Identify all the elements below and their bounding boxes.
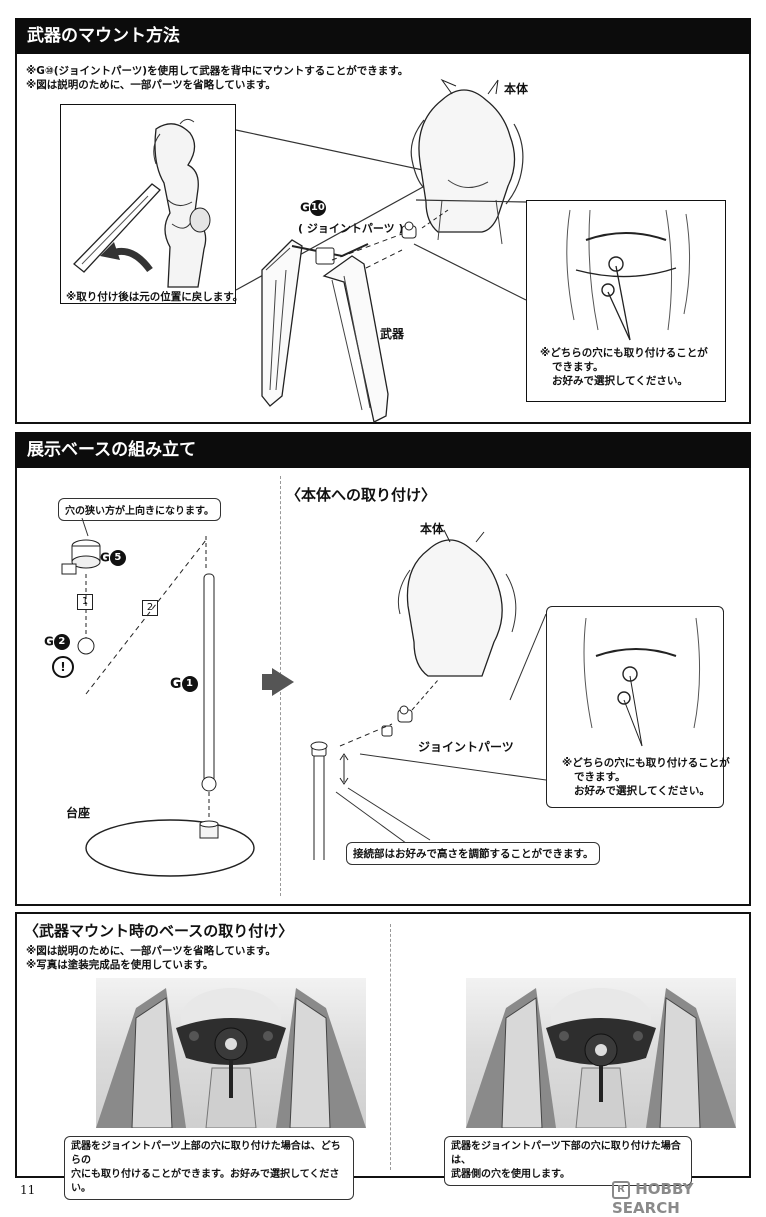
- note-line: ※図は説明のために、一部パーツを省略しています。: [26, 945, 276, 957]
- section-title-weapon-mount: 武器のマウント方法: [15, 18, 751, 54]
- photo-lower-hole: [466, 978, 736, 1128]
- part-letter: G: [300, 200, 310, 215]
- page-number: 11: [20, 1183, 36, 1197]
- caption-line: 武器をジョイントパーツ下部の穴に取り付けた場合は、: [451, 1141, 681, 1166]
- inset-left-note: ※取り付け後は元の位置に戻します。: [66, 291, 244, 303]
- inset-right-panel: [526, 200, 726, 402]
- part-number-badge: 5: [109, 550, 126, 566]
- step-2-box: 2: [142, 600, 158, 616]
- note-line: ※どちらの穴にも取り付けることが: [540, 347, 708, 359]
- inset-attach-note: ※どちらの穴にも取り付けることが できます。 お好みで選択してください。: [562, 756, 730, 798]
- bubble-note: 穴の狭い方が上向きになります。: [58, 498, 221, 521]
- label-body-2: 本体: [420, 522, 445, 536]
- section-base-with-weapon-frame: [15, 912, 751, 1178]
- arrow-right-icon-stem: [262, 674, 274, 690]
- part-letter: G: [170, 676, 182, 692]
- label-part-g10: G10: [300, 200, 326, 216]
- part-letter: G: [44, 634, 54, 649]
- inset-right-note: ※どちらの穴にも取り付けることが できます。 お好みで選択してください。: [534, 344, 720, 392]
- step-1-box: 1: [77, 594, 93, 610]
- note-line: ※どちらの穴にも取り付けることが: [562, 757, 730, 769]
- arrow-right-icon: [272, 668, 294, 696]
- note-line: できます。: [552, 361, 604, 373]
- section-title-text: 展示ベースの組み立て: [27, 440, 197, 460]
- joint-hole-closeup: [566, 209, 691, 341]
- joint-hole-closeup-2: [583, 617, 701, 747]
- section-title-base-with-weapon: 〈武器マウント時のベースの取り付け〉: [24, 922, 294, 940]
- subsection-title-attach: 〈本体への取り付け〉: [286, 486, 437, 504]
- label-joint-part-2: ジョイントパーツ: [418, 740, 514, 754]
- watermark-logo-icon: R: [612, 1180, 630, 1199]
- divider: [390, 924, 392, 1170]
- note-line: ※G⑩(ジョイントパーツ)を使用して武器を背中にマウントすることができます。: [26, 65, 409, 77]
- caption-line: 武器をジョイントパーツ上部の穴に取り付けた場合は、どちらの: [71, 1141, 341, 1166]
- caption-lower-hole: 武器をジョイントパーツ下部の穴に取り付けた場合は、 武器側の穴を使用します。: [444, 1136, 692, 1186]
- inset-left-panel: [60, 104, 236, 304]
- caption-upper-hole: 武器をジョイントパーツ上部の穴に取り付けた場合は、どちらの 穴にも取り付けること…: [64, 1136, 354, 1200]
- part-number-badge: 2: [53, 634, 70, 650]
- caption-line: 穴にも取り付けることができます。お好みで選択してください。: [71, 1169, 340, 1194]
- label-base: 台座: [66, 806, 91, 820]
- part-letter: G: [100, 550, 110, 565]
- section-display-base-frame: [15, 468, 751, 906]
- notes-base-with-weapon: ※図は説明のために、一部パーツを省略しています。 ※写真は塗装完成品を使用してい…: [26, 944, 276, 972]
- height-adjust-note: 接続部はお好みで高さを調節することができます。: [346, 842, 601, 865]
- section-weapon-mount-frame: [15, 54, 751, 424]
- label-body: 本体: [504, 82, 529, 96]
- note-line: できます。: [574, 771, 626, 783]
- label-weapon: 武器: [380, 327, 405, 341]
- base-attach-illustration: [310, 529, 547, 860]
- section-title-display-base: 展示ベースの組み立て: [15, 432, 751, 468]
- caution-icon: !: [52, 656, 74, 678]
- label-joint-part: ( ジョイントパーツ ): [298, 222, 404, 235]
- note-line: お好みで選択してください。: [552, 375, 688, 387]
- base-assembly-illustration: [61, 517, 255, 877]
- hobby-search-watermark: R HOBBY SEARCH: [612, 1180, 766, 1217]
- caption-line: 武器側の穴を使用します。: [451, 1169, 570, 1180]
- note-line: ※写真は塗装完成品を使用しています。: [26, 959, 214, 971]
- figure-reattach-illustration: [73, 118, 211, 288]
- part-number-badge: 10: [309, 200, 326, 216]
- photo-upper-hole: [96, 978, 366, 1128]
- section-title-text: 武器のマウント方法: [27, 26, 180, 46]
- notes-weapon-mount: ※G⑩(ジョイントパーツ)を使用して武器を背中にマウントすることができます。 ※…: [26, 64, 408, 92]
- part-number-badge: 1: [181, 676, 198, 692]
- weapon-mount-main-illustration: [235, 78, 527, 423]
- note-line: お好みで選択してください。: [574, 785, 710, 797]
- note-line: ※図は説明のために、一部パーツを省略しています。: [26, 79, 276, 91]
